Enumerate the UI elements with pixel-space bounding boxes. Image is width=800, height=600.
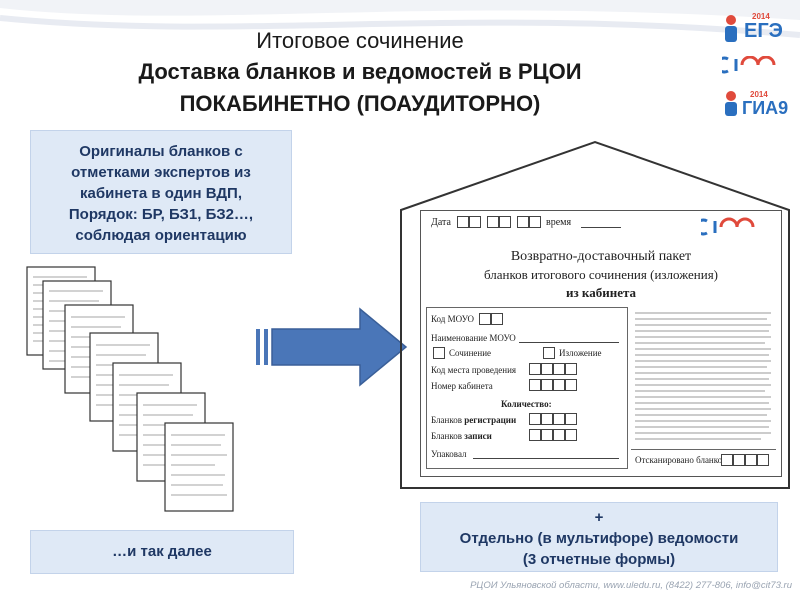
- and-so-on-text: …и так далее: [112, 543, 212, 560]
- name-mouo-line: [519, 342, 619, 343]
- ege-text: ЕГЭ: [744, 20, 783, 42]
- gia-logo: 2014 ГИА9: [722, 90, 792, 120]
- logos-column: 2014 ЕГЭ 2014 ГИА9: [715, 8, 792, 120]
- time-label: время: [546, 217, 572, 228]
- cit-logo-icon: [701, 217, 755, 236]
- slide-title: Итоговое сочинение Доставка бланков и ве…: [30, 26, 690, 120]
- house-outline: [400, 140, 790, 489]
- footer-contacts: РЦОИ Ульяновской области, www.uledu.ru, …: [470, 580, 792, 591]
- title-line-2: Доставка бланков и ведомостей в РЦОИ: [138, 59, 582, 84]
- originals-info-box: Оригиналы бланков с отметками экспертов …: [30, 130, 292, 254]
- scanned-row: [631, 449, 776, 470]
- packed-line: [473, 458, 619, 459]
- gia-text: ГИА9: [742, 98, 789, 118]
- cit-logo: [715, 55, 792, 78]
- person-icon: [725, 91, 737, 116]
- place-code-label: Код места проведения: [431, 365, 517, 375]
- ege-year: 2014: [752, 12, 770, 21]
- exposition-checkbox[interactable]: [543, 347, 555, 359]
- title-line-3: ПОКАБИНЕТНО (ПОАУДИТОРНО): [179, 91, 541, 116]
- blanks-record-word: Бланков: [431, 431, 463, 441]
- originals-line: Оригиналы бланков с: [79, 143, 243, 160]
- statements-info-box: + Отдельно (в мультифоре) ведомости (3 о…: [420, 502, 778, 572]
- quantity-label: Количество:: [501, 399, 552, 409]
- time-line: [581, 227, 621, 228]
- gia-year: 2014: [750, 90, 768, 99]
- name-mouo-label: Наименование МОУО: [431, 333, 516, 343]
- right-arrow-icon: [256, 307, 408, 387]
- title-line-1: Итоговое сочинение: [256, 28, 464, 53]
- essay-label: Сочинение: [449, 348, 492, 358]
- form-sheet: [164, 422, 234, 512]
- essay-checkbox[interactable]: [433, 347, 445, 359]
- blanks-registration-label: Бланков регистрации: [431, 415, 516, 425]
- packet-fields: [426, 307, 628, 469]
- blanks-registration-word: Бланков: [431, 415, 463, 425]
- statements-line-1: Отдельно (в мультифоре) ведомости: [459, 530, 739, 547]
- decorative-wave: [0, 0, 800, 38]
- blanks-record-type: записи: [464, 431, 492, 441]
- blank-forms-stack: [26, 266, 234, 512]
- packet-title-3: из кабинета: [565, 285, 637, 300]
- plus-sign: +: [594, 509, 604, 526]
- date-label: Дата: [431, 217, 451, 228]
- person-icon: [725, 15, 737, 42]
- originals-line: Порядок: БР, БЗ1, БЗ2…,: [68, 206, 254, 223]
- return-delivery-packet: Дата время Возвратно-доставочный пакет б…: [420, 210, 782, 477]
- statements-line-2: (3 отчетные формы): [522, 551, 676, 568]
- packet-title-2: бланков итогового сочинения (изложения): [483, 267, 719, 282]
- packed-label: Упаковал: [431, 449, 467, 459]
- exposition-label: Изложение: [559, 348, 602, 358]
- originals-line: отметками экспертов из: [71, 164, 251, 181]
- blanks-record-label: Бланков записи: [431, 431, 492, 441]
- originals-line: кабинета в один ВДП,: [80, 185, 242, 202]
- and-so-on-box: …и так далее: [30, 530, 294, 574]
- instructions-fine-print: [635, 312, 771, 440]
- code-mouo-label: Код МОУО: [431, 314, 475, 324]
- scanned-label: Отсканировано бланков: [635, 455, 727, 465]
- packet-title-1: Возвратно-доставочный пакет: [510, 249, 692, 264]
- ege-logo: 2014 ЕГЭ: [722, 12, 792, 46]
- blanks-registration-type: регистрации: [464, 415, 517, 425]
- room-number-label: Номер кабинета: [431, 381, 493, 391]
- cit-logo-icon: [715, 55, 776, 74]
- originals-line: соблюдая ориентацию: [75, 227, 247, 244]
